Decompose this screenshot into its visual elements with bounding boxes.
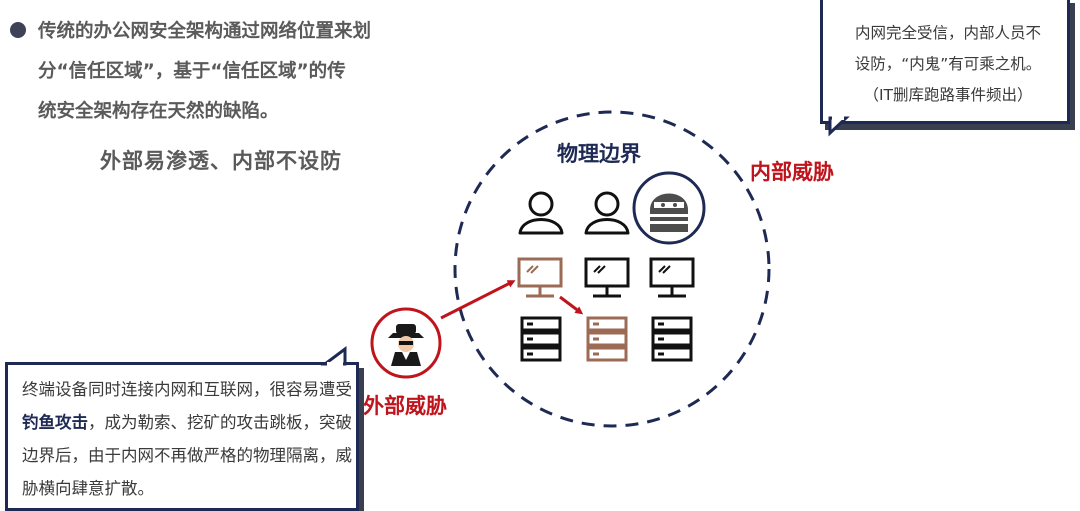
callout-insider-line: 设防，“内鬼”有可乘之机。: [854, 55, 1042, 73]
user-icon: [518, 191, 564, 235]
compromised-server-icon: [586, 316, 628, 362]
callout-tail: [320, 346, 347, 366]
server-icon: [520, 316, 562, 362]
callout-phishing-text: 终端设备同时连接内网和互联网，很容易遭受: [22, 380, 352, 399]
intro-line: 传统的办公网安全架构通过网络位置来划: [38, 21, 372, 42]
physical-boundary-label: 物理边界: [557, 142, 641, 166]
external-threat-circle: [370, 307, 442, 379]
subtitle: 外部易渗透、内部不设防: [100, 149, 342, 173]
server-icon: [651, 316, 693, 362]
physical-boundary-circle: [453, 110, 771, 428]
hacker-icon: [388, 324, 424, 366]
insider-icon: [650, 193, 688, 232]
intro-line: 分“信任区域”，基于“信任区域”的传: [38, 61, 346, 82]
callout-phishing-text: ，成为勒索、挖矿的攻击跳板，突破边界后，由于内网不再做严格的物理隔离，威胁横向肆…: [22, 413, 352, 498]
inner-threat-label: 内部威胁: [750, 160, 834, 184]
user-icon: [584, 191, 630, 235]
intro-text: 传统的办公网安全架构通过网络位置来划 分“信任区域”，基于“信任区域”的传 统安…: [38, 12, 428, 132]
callout-insider-line: （IT删库跑路事件频出）: [863, 86, 1033, 104]
bullet-dot: [10, 22, 26, 38]
monitor-icon: [584, 257, 630, 298]
callout-phishing-emphasis: 钓鱼攻击: [22, 413, 88, 432]
intro-line: 统安全架构存在天然的缺陷。: [38, 101, 279, 122]
callout-insider: 内网完全受信，内部人员不 设防，“内鬼”有可乘之机。 （IT删库跑路事件频出）: [820, 0, 1070, 124]
callout-tail: [828, 116, 850, 137]
compromised-monitor-icon: [517, 257, 563, 298]
insider-threat-circle: [632, 171, 706, 245]
attack-arrow: [440, 280, 516, 320]
callout-phishing: 终端设备同时连接内网和互联网，很容易遭受钓鱼攻击，成为勒索、挖矿的攻击跳板，突破…: [5, 362, 359, 511]
lateral-arrow: [559, 295, 584, 315]
callout-insider-line: 内网完全受信，内部人员不: [854, 24, 1041, 42]
outer-threat-label: 外部威胁: [363, 394, 447, 418]
monitor-icon: [649, 257, 695, 298]
